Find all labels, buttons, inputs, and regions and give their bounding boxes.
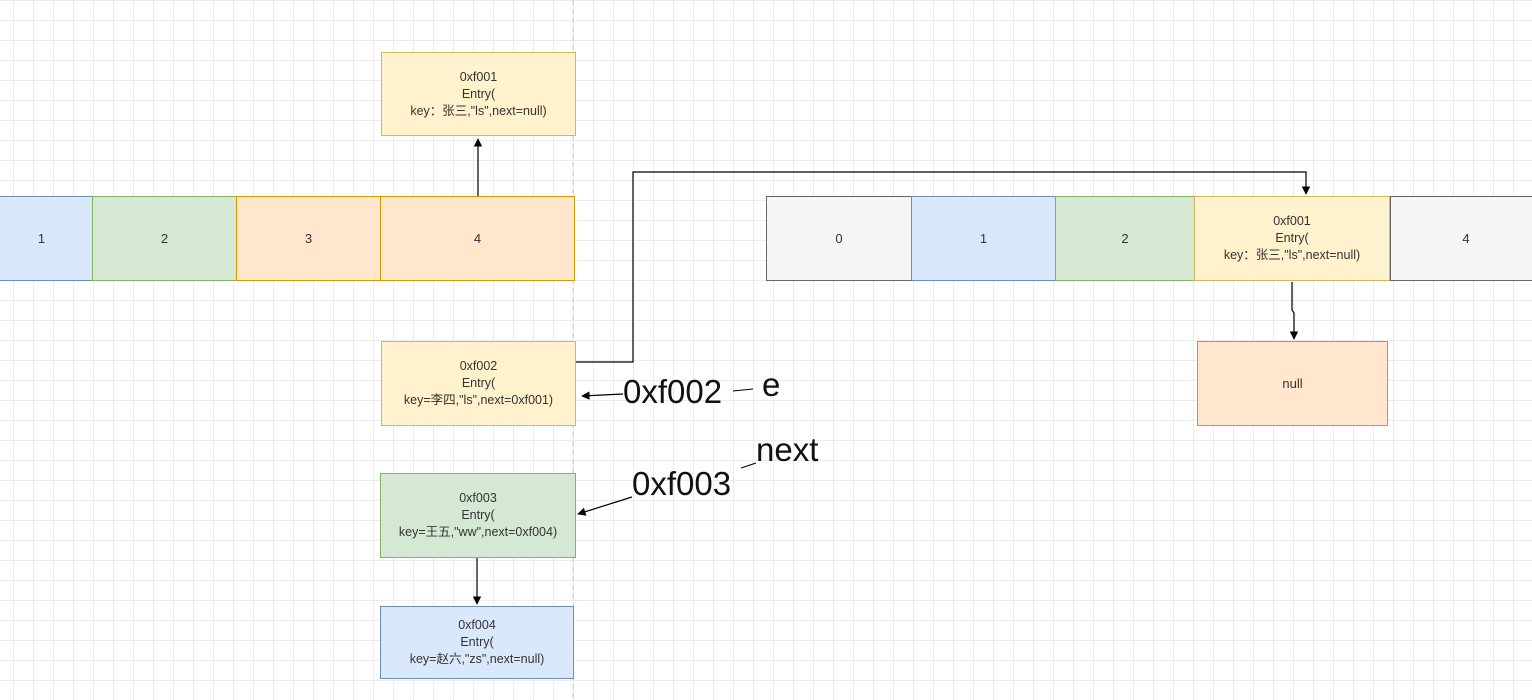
left-array-cell-2: 2	[92, 196, 237, 281]
entry-node-0xf003: 0xf003 Entry( key=王五,"ww",next=0xf004)	[380, 473, 576, 558]
right-array-cell-2: 2	[1055, 196, 1195, 281]
left-array-cell-1: 1	[0, 196, 93, 281]
right-array-cell-1: 1	[911, 196, 1056, 281]
null-node: null	[1197, 341, 1388, 426]
right-array-cell-label: 4	[1462, 231, 1470, 246]
right-array-cell-3-entry-0xf001: 0xf001 Entry( key：张三,"ls",next=null)	[1194, 196, 1390, 281]
right-array-cell-0: 0	[766, 196, 912, 281]
arrow-right-slot-to-null	[1289, 282, 1299, 340]
e-label-connector	[732, 388, 754, 392]
right-array-cell-label: 2	[1121, 231, 1129, 246]
entry-node-text: 0xf002 Entry( key=李四,"ls",next=0xf001)	[403, 359, 554, 407]
e-pointer-address: 0xf002	[623, 373, 723, 410]
entry-node-0xf002: 0xf002 Entry( key=李四,"ls",next=0xf001)	[381, 341, 576, 426]
entry-node-text: 0xf001 Entry( key：张三,"ls",next=null)	[410, 69, 547, 118]
null-node-label: null	[1282, 376, 1303, 391]
left-array-cell-label: 3	[304, 231, 313, 246]
left-array-cell-label: 1	[37, 231, 46, 246]
arrow-e-label-to-entry-0xf002	[581, 391, 624, 400]
entry-node-text: 0xf003 Entry( key=王五,"ww",next=0xf004)	[398, 491, 558, 539]
left-array-cell-4: 4	[380, 196, 575, 281]
next-label-connector	[740, 462, 757, 469]
next-pointer-address: 0xf003	[632, 465, 732, 502]
entry-node-0xf004: 0xf004 Entry( key=赵六,"zs",next=null)	[380, 606, 574, 679]
right-array-cell-label: 0	[835, 231, 843, 246]
arrow-entry-0xf002-to-right-slot	[575, 171, 1311, 363]
left-array-cell-3: 3	[236, 196, 381, 281]
left-array-cell-label: 2	[160, 231, 169, 246]
entry-node-text: 0xf004 Entry( key=赵六,"zs",next=null)	[409, 618, 545, 666]
entry-node-0xf001-top: 0xf001 Entry( key：张三,"ls",next=null)	[381, 52, 576, 136]
left-array-cell-label: 4	[473, 231, 482, 246]
right-array-cell-label: 1	[979, 231, 988, 246]
right-array-cell-label: 0xf001 Entry( key：张三,"ls",next=null)	[1223, 214, 1361, 262]
arrow-next-label-to-entry-0xf003	[577, 496, 633, 516]
next-pointer-name: next	[756, 431, 819, 468]
right-array-cell-4: 4	[1390, 196, 1532, 281]
e-pointer-name: e	[762, 366, 781, 403]
